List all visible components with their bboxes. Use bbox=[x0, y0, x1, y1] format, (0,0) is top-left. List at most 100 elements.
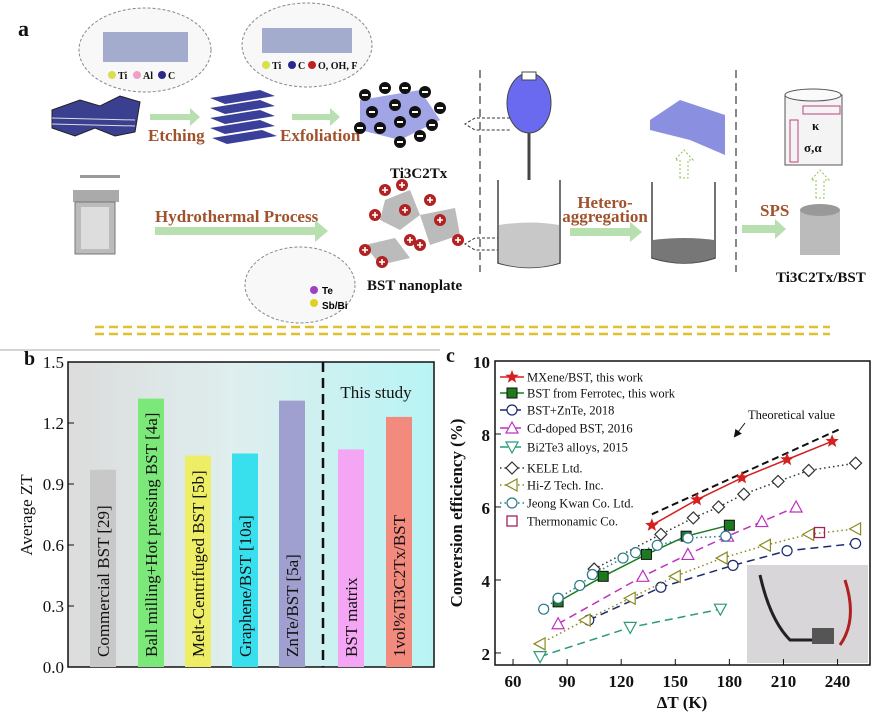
mxene-structure-legend: Ti C O, OH, F bbox=[262, 61, 357, 72]
y-tick-label: 10 bbox=[473, 353, 490, 372]
series-line bbox=[593, 462, 856, 570]
legend-item: KELE Ltd. bbox=[500, 461, 583, 476]
marker-diamond bbox=[505, 461, 519, 475]
series-mxene-bst-this-work bbox=[645, 434, 839, 531]
legend-label: Thermonamic Co. bbox=[527, 515, 618, 529]
marker-diamond bbox=[736, 487, 751, 502]
plus-sign bbox=[362, 247, 368, 253]
bst-structure-legend: Te Sb/Bi bbox=[310, 286, 348, 312]
sigma-alpha-label: σ,α bbox=[804, 140, 822, 155]
legend-label: Hi-Z Tech. Inc. bbox=[527, 479, 604, 493]
hetero-aggregation-label: Hetero- bbox=[577, 193, 633, 212]
marker-circle bbox=[574, 579, 586, 592]
marker-circle bbox=[651, 539, 663, 551]
hetero-aggregation-arrow bbox=[570, 222, 642, 242]
marker-triangle-up bbox=[504, 420, 520, 434]
theoretical-value-label: Theoretical value bbox=[748, 408, 836, 422]
marker-star bbox=[690, 492, 704, 506]
etched-layers bbox=[210, 90, 277, 144]
x-axis-label: ΔT (K) bbox=[657, 693, 708, 712]
legend-o-oh-f: O, OH, F bbox=[318, 61, 357, 72]
marker-triangle-left bbox=[714, 551, 728, 566]
x-tick-label: 90 bbox=[559, 672, 576, 691]
plus-sign bbox=[382, 187, 388, 193]
legend-item: Jeong Kwan Co. Ltd. bbox=[500, 497, 634, 511]
marker-star bbox=[735, 470, 749, 484]
plus-sign bbox=[427, 197, 433, 203]
series-thermonamic-co- bbox=[813, 526, 826, 539]
exfoliation-arrow bbox=[292, 108, 340, 126]
bar bbox=[232, 453, 258, 667]
series-hi-z-tech-inc- bbox=[532, 521, 862, 651]
marker-circle bbox=[849, 537, 862, 550]
y-tick-label: 0.0 bbox=[43, 658, 64, 677]
marker-star bbox=[645, 518, 659, 531]
sintered-pellet bbox=[800, 204, 840, 255]
marker-circle bbox=[682, 532, 694, 544]
marker-circle bbox=[586, 568, 598, 581]
measurement-cylinder bbox=[784, 88, 843, 166]
legend-item: Bi2Te3 alloys, 2015 bbox=[500, 441, 628, 455]
marker-triangle-left bbox=[758, 538, 772, 553]
series-line bbox=[539, 528, 856, 645]
chart-conversion-efficiency: c Conversion efficiency (%) ΔT (K) Theor… bbox=[446, 345, 871, 712]
composite-label: Ti3C2Tx/BST bbox=[776, 270, 866, 286]
bar-label: BST matrix bbox=[342, 577, 361, 657]
plus-sign bbox=[402, 207, 408, 213]
legend-label: Cd-doped BST, 2016 bbox=[527, 422, 633, 436]
marker-circle bbox=[506, 497, 518, 509]
sps-arrow bbox=[742, 219, 786, 239]
x-tick-label: 180 bbox=[717, 672, 743, 691]
hydrothermal-arrow bbox=[155, 220, 328, 242]
legend-label: Bi2Te3 alloys, 2015 bbox=[527, 441, 628, 455]
theoretical-line bbox=[651, 427, 842, 516]
max-structure-legend: Ti Al C bbox=[108, 71, 175, 82]
marker-star bbox=[505, 370, 519, 383]
bar-label: Ball milling+Hot pressing BST [4a] bbox=[142, 413, 161, 657]
etching-arrow bbox=[150, 108, 200, 126]
plus-sign bbox=[379, 259, 385, 265]
panel-label-b: b bbox=[24, 348, 35, 370]
bst-structure-zoom bbox=[244, 246, 356, 324]
marker-circle bbox=[630, 546, 642, 559]
marker-triangle-left bbox=[668, 569, 681, 584]
legend-label: BST from Ferrotec, this work bbox=[527, 387, 676, 401]
panel-label-c: c bbox=[446, 345, 455, 367]
hetero-aggregation-label-2: aggregation bbox=[562, 207, 648, 226]
x-tick-label: 150 bbox=[663, 672, 689, 691]
marker-triangle-down bbox=[623, 621, 638, 635]
legend-c: C bbox=[168, 71, 175, 82]
plus-sign bbox=[437, 217, 443, 223]
marker-triangle-left bbox=[504, 477, 518, 493]
bar bbox=[279, 400, 305, 667]
marker-circle bbox=[720, 530, 732, 542]
marker-circle bbox=[655, 581, 667, 593]
marker-triangle-up bbox=[789, 499, 804, 513]
marker-square bbox=[640, 548, 652, 560]
legend-item: MXene/BST, this work bbox=[500, 370, 644, 385]
marker-diamond bbox=[771, 474, 785, 489]
mxene-lattice-icon bbox=[262, 28, 352, 53]
marker-triangle-down bbox=[504, 441, 520, 455]
dashed-up-arrow bbox=[809, 169, 831, 199]
series-bst-znte-2018 bbox=[583, 537, 862, 626]
beaker-aggregated bbox=[651, 182, 716, 264]
marker-triangle-up bbox=[635, 569, 650, 582]
bar-label: Graphene/BST [10a] bbox=[236, 515, 255, 657]
plus-sign bbox=[372, 212, 378, 218]
dashed-callout-arrow bbox=[464, 237, 505, 251]
y-tick-label: 8 bbox=[482, 426, 491, 445]
plus-sign bbox=[399, 182, 405, 188]
legend-item: Hi-Z Tech. Inc. bbox=[500, 477, 604, 493]
bar bbox=[386, 416, 412, 667]
bst-nanoplates bbox=[359, 179, 464, 268]
y-axis-label: Conversion efficiency (%) bbox=[447, 419, 466, 608]
marker-circle bbox=[552, 592, 564, 604]
hydrothermal-label: Hydrothermal Process bbox=[155, 207, 319, 226]
y-tick-label: 0.3 bbox=[43, 597, 64, 616]
marker-square bbox=[506, 387, 518, 399]
y-tick-label: 0.9 bbox=[43, 475, 64, 494]
